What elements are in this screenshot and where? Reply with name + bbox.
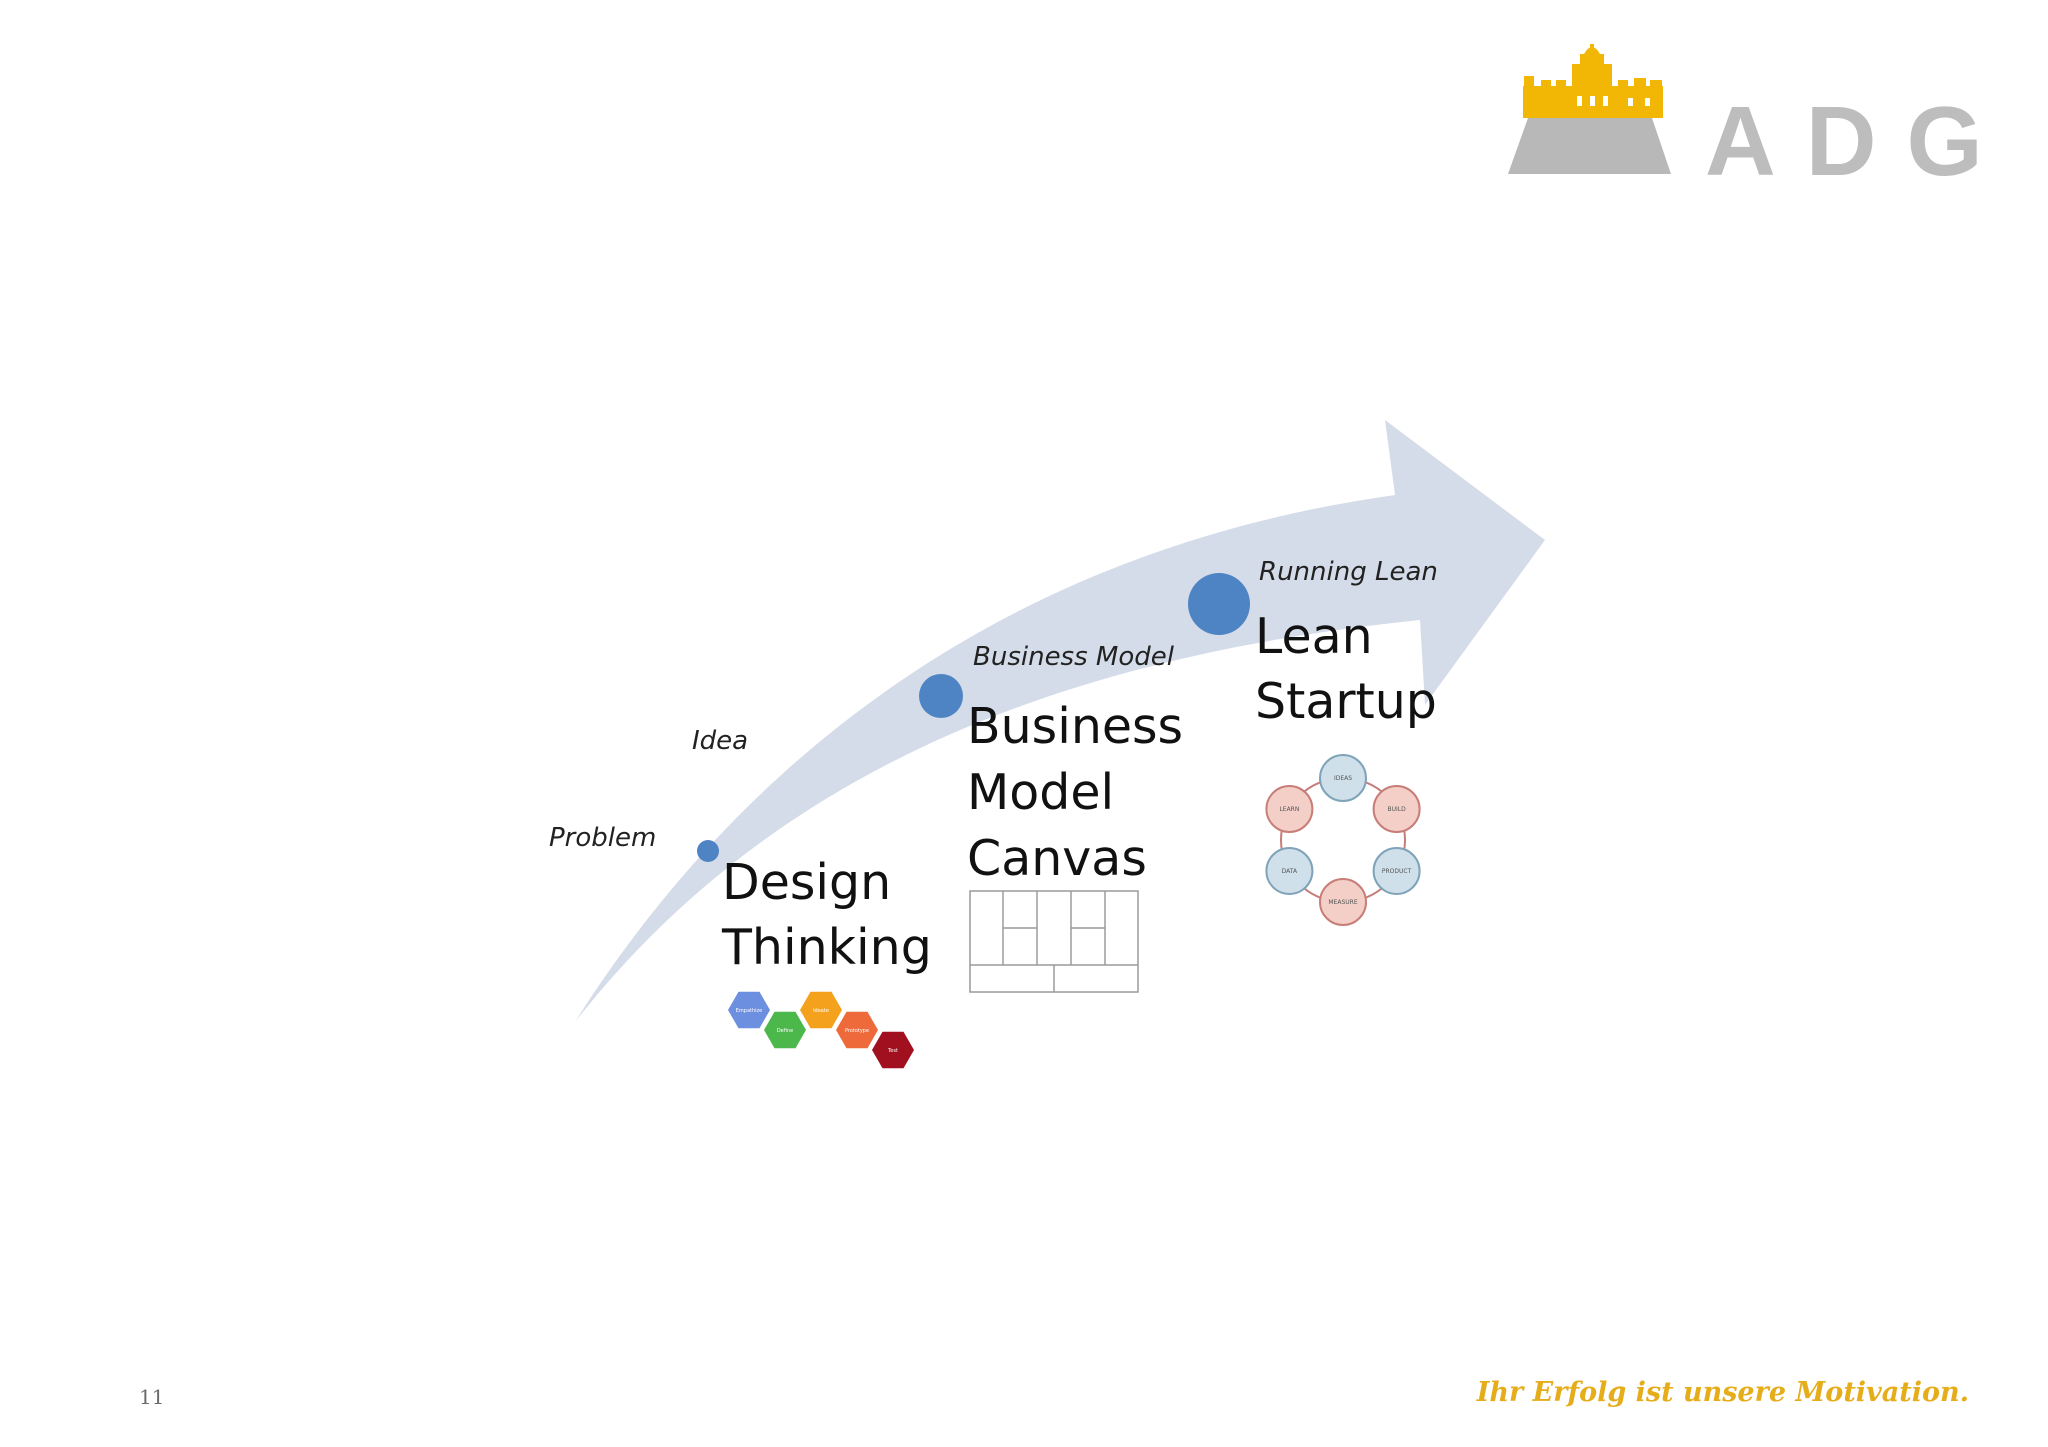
hexagon-prototype — [836, 1011, 878, 1049]
cycle-node-ideas — [1319, 754, 1367, 802]
lean-startup-cycle: IDEAS BUILD PRODUCT MEASURE DATA LEARN — [1265, 754, 1421, 926]
cycle-node-learn — [1265, 785, 1314, 833]
method-title-line: Startup — [1255, 673, 1437, 730]
hexagon-label: Empathize — [736, 1008, 763, 1014]
cycle-node-label: IDEAS — [1334, 775, 1352, 782]
running-lean-marker — [1188, 573, 1250, 635]
cycle-node-product — [1372, 847, 1421, 895]
cycle-node-measure — [1319, 878, 1367, 926]
business-model-canvas-thumbnail — [969, 890, 1139, 993]
method-title-line: Thinking — [721, 919, 932, 976]
logo-base-shape — [1508, 118, 1671, 174]
progress-arrow — [575, 420, 1545, 1022]
stage-label-running-lean: Running Lean — [1259, 557, 1438, 587]
hexagon-label: Test — [887, 1048, 898, 1054]
method-title-design-thinking: Design Thinking — [721, 854, 932, 976]
logo-castle-shape — [1523, 44, 1663, 118]
stage-label-idea: Idea — [692, 726, 748, 756]
adg-logo: ADG — [1508, 44, 2013, 196]
cycle-node-data — [1265, 847, 1314, 895]
cycle-node-label: MEASURE — [1328, 899, 1357, 906]
hexagon-define — [764, 1011, 806, 1049]
method-title-business-model-canvas: Business Model Canvas — [967, 698, 1199, 887]
cycle-node-label: PRODUCT — [1382, 868, 1412, 875]
logo-text: ADG — [1705, 86, 2013, 196]
castle-icon — [1508, 44, 1671, 174]
problem-marker — [697, 840, 719, 862]
hexagon-test — [872, 1031, 914, 1069]
method-title-line: Design — [722, 854, 891, 911]
hexagon-label: Prototype — [845, 1028, 869, 1034]
hexagon-label: Ideate — [813, 1008, 829, 1014]
method-title-line: Canvas — [967, 830, 1147, 887]
hexagon-label: Define — [777, 1028, 793, 1034]
hexagon-empathize — [728, 991, 770, 1029]
method-title-line: Model — [967, 764, 1114, 821]
cycle-node-label: DATA — [1282, 868, 1298, 875]
page-number: 11 — [139, 1385, 165, 1409]
cycle-node-label: LEARN — [1279, 806, 1299, 813]
stage-label-problem: Problem — [549, 823, 656, 853]
stage-label-business-model: Business Model — [973, 642, 1175, 672]
method-title-line: Lean — [1255, 608, 1373, 665]
business-model-marker — [919, 674, 963, 718]
tagline: Ihr Erfolg ist unsere Motivation. — [1476, 1377, 1969, 1408]
cycle-node-label: BUILD — [1387, 806, 1406, 813]
method-title-line: Business — [967, 698, 1183, 755]
cycle-node-build — [1372, 785, 1421, 833]
hexagon-ideate — [800, 991, 842, 1029]
method-title-lean-startup: Lean Startup — [1255, 608, 1437, 730]
